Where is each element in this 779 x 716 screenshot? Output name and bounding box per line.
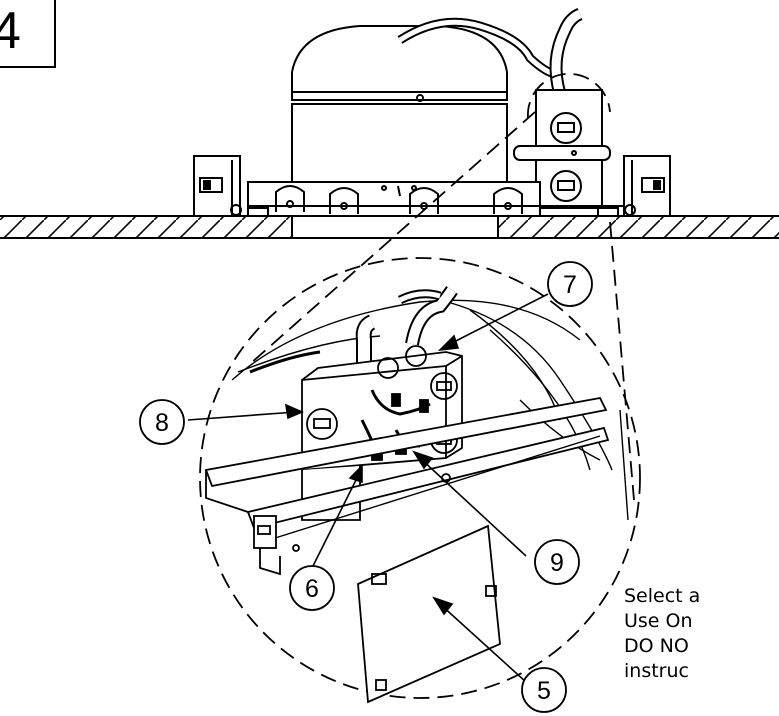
step-number: 4: [0, 2, 21, 60]
note-line-3: DO NO: [624, 635, 689, 657]
callout-5-label: 5: [537, 677, 551, 705]
callout-6: 6: [289, 565, 335, 611]
leader-lines: [187, 293, 549, 683]
ceiling: [0, 215, 779, 239]
callout-8: 8: [139, 399, 185, 445]
callout-9: 9: [534, 539, 580, 585]
callout-7: 7: [547, 261, 593, 307]
note-line-1: Select a: [624, 585, 701, 607]
step-number-box: 4: [0, 0, 56, 68]
callout-7-label: 7: [563, 271, 577, 299]
note-line-4: instruc: [624, 660, 689, 682]
callout-8-label: 8: [155, 409, 169, 437]
callout-6-label: 6: [305, 575, 319, 603]
fixture-housing: [193, 7, 671, 217]
detail-circle: [199, 257, 641, 699]
detail-drawing: [204, 286, 629, 704]
note-line-2: Use On: [624, 610, 693, 632]
callout-9-label: 9: [550, 549, 564, 577]
zoom-leaders: [249, 72, 635, 501]
instruction-note: Select a Use On DO NO instruc: [624, 584, 779, 684]
callout-5: 5: [521, 667, 567, 713]
